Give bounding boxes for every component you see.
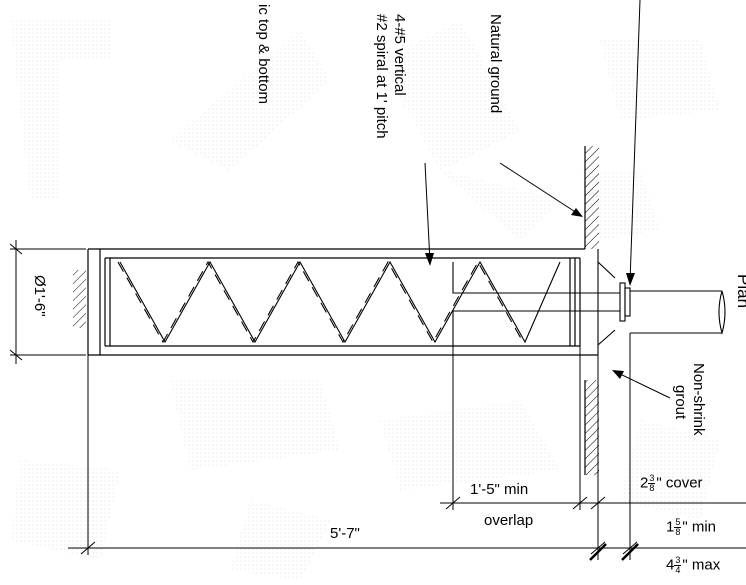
natural-ground-label: Natural ground [487,14,504,114]
min-den: 8 [675,527,681,537]
arrowheads [425,208,635,379]
insulation-label: ic top & bottom [255,4,272,105]
pile-body [87,248,598,356]
min-whole: 1 [666,518,675,536]
spiral-reinforcement [119,260,561,344]
max-num: 3 [674,555,682,566]
extents-ticks [589,543,639,561]
spiral-reinforcement-back [117,260,524,344]
min-num: 5 [674,517,682,528]
rebar-vertical-label: 4-#5 vertical [391,14,408,96]
natural-ground [584,146,599,475]
cover-num: 3 [648,473,656,484]
plan-fragment-label: Plan [734,274,746,309]
leader-lines [424,0,671,399]
overlap-word-label: overlap [484,512,534,529]
grout-label-line2: grout [672,385,689,420]
pile-end-insulation [73,270,86,328]
max-whole: 4 [666,556,675,574]
cover-den: 8 [649,483,655,493]
cover-text: " cover [656,474,703,492]
overlap-dimension-label: 1'-5" min [470,481,529,498]
watermark [10,20,720,580]
rebar-spiral-label: #2 spiral at 1' pitch [373,14,390,139]
total-length-label: 5'-7" [330,525,360,542]
grout-label-line1: Non-shrink [690,363,707,436]
cover-whole: 2 [640,474,649,492]
diameter-dimension [9,240,86,364]
max-text: " max [682,556,721,574]
diameter-label: Ø1'-6" [31,275,48,317]
embedded-post [452,249,726,355]
min-text: " min [682,518,717,536]
max-den: 4 [675,565,681,575]
